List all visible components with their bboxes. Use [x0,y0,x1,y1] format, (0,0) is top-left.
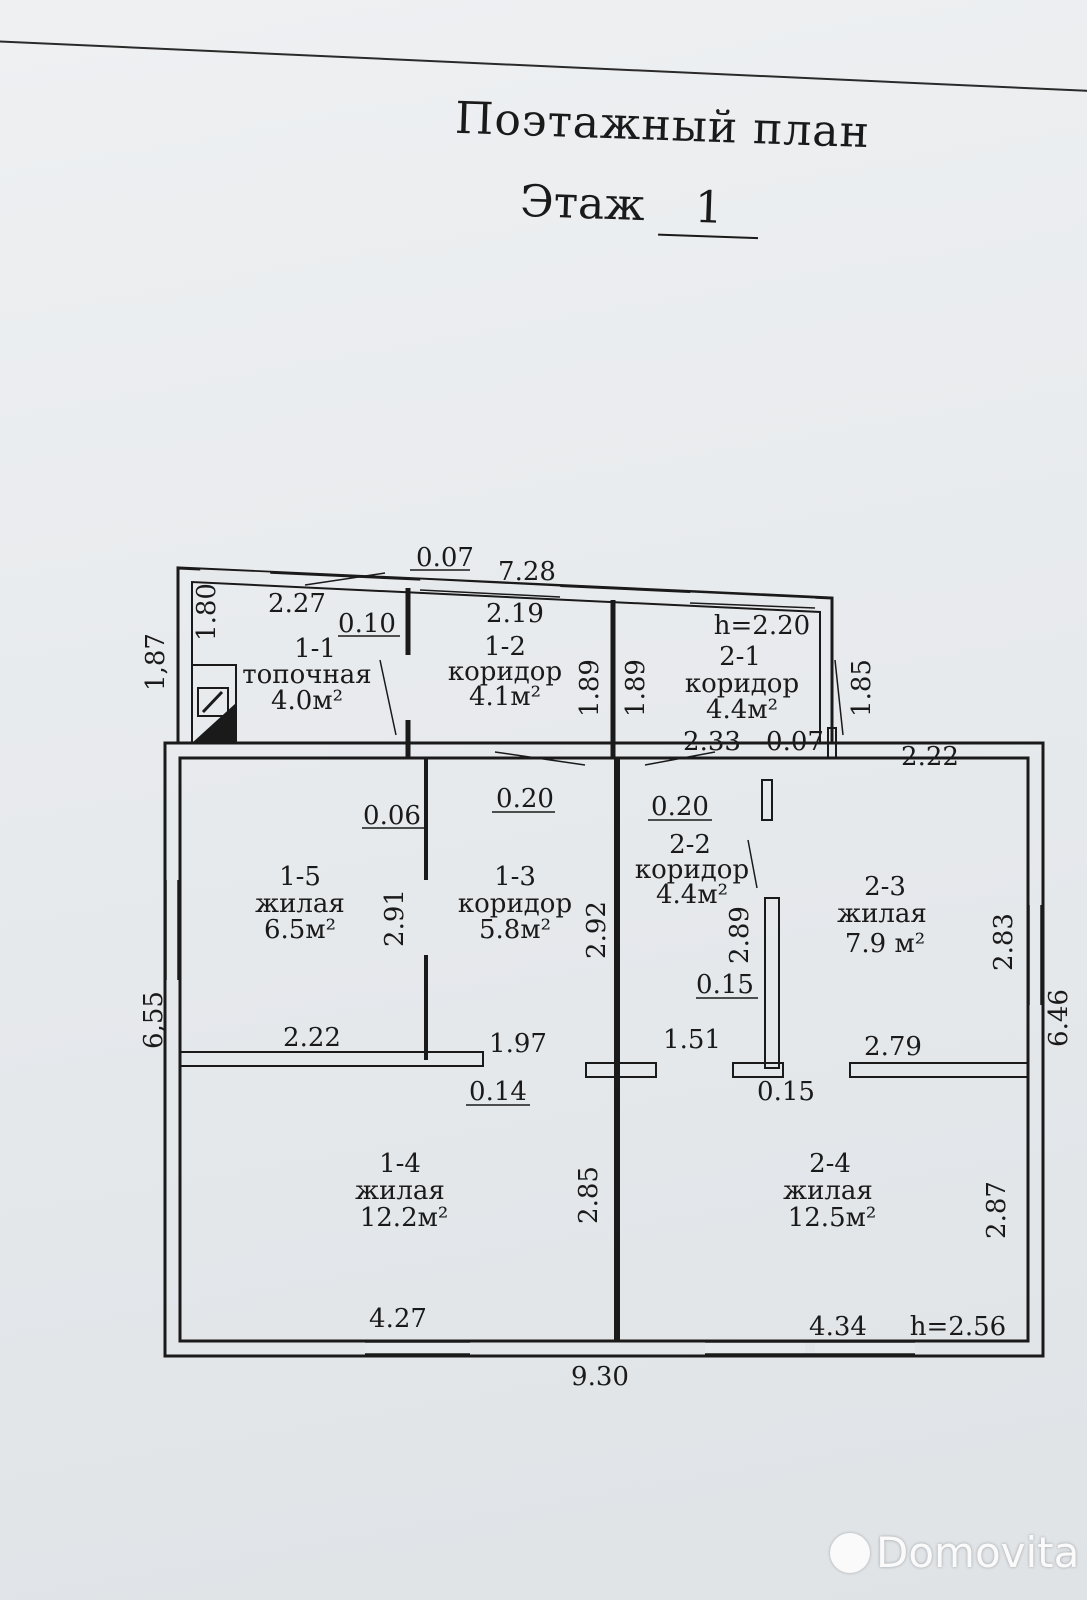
svg-text:2-3: 2-3 [864,872,906,902]
dim-0-15-lower: 0.15 [757,1077,815,1107]
dim-0-10: 0.10 [338,609,396,639]
dim-4-34: 4.34 [809,1312,867,1342]
svg-text:коридор: коридор [458,889,572,919]
stove-icon [191,664,237,744]
svg-text:2-2: 2-2 [669,830,711,860]
dim-h-2-56: h=2.56 [910,1312,1006,1342]
dim-2-22-top: 2.22 [901,742,959,772]
dim-4-27: 4.27 [369,1304,427,1334]
svg-text:коридор: коридор [685,669,799,699]
svg-text:1-1: 1-1 [294,634,336,664]
dim-7-28: 7.28 [498,557,556,587]
dim-2-91: 2.91 [380,889,410,947]
svg-text:5.8м²: 5.8м² [479,915,551,945]
room-1-3: 1-3 коридор 5.8м² [458,862,572,945]
window-frames [165,589,1042,1355]
vertical-dimension-labels: 1.80 1,87 1.89 1.89 1.85 2.91 2.92 2.89 … [139,583,1074,1239]
dim-2-87: 2.87 [982,1181,1012,1239]
dim-2-92: 2.92 [582,901,612,959]
svg-text:коридор: коридор [448,657,562,687]
dim-1-89-left: 1.89 [575,659,605,717]
dimension-labels: 0.07 7.28 2.27 0.10 2.19 h=2.20 2.33 0.0… [268,543,1006,1392]
dim-1-97: 1.97 [489,1029,547,1059]
partition-stub-2-2 [761,779,773,821]
dim-2-22-bottom: 2.22 [283,1023,341,1053]
svg-text:6.5м²: 6.5м² [264,915,336,945]
room-1-4: 1-4 жилая 12.2м² [355,1149,448,1233]
room-2-3: 2-3 жилая 7.9 м² [837,872,927,959]
main-outer-wall [163,741,1045,1358]
annex-inner-wall [191,580,821,743]
dim-1-87: 1,87 [141,633,171,691]
room-1-5: 1-5 жилая 6.5м² [255,862,345,945]
dim-6-46: 6.46 [1044,989,1074,1047]
domovita-logo-icon [830,1532,870,1573]
svg-text:1-4: 1-4 [379,1149,421,1179]
watermark-text: Domovita [876,1528,1080,1577]
dim-2-85: 2.85 [574,1166,604,1224]
dim-h-2-20: h=2.20 [714,611,810,641]
svg-text:1-3: 1-3 [494,862,536,892]
svg-text:1-5: 1-5 [279,862,321,892]
room-1-2: 1-2 коридор 4.1м² [448,632,562,712]
svg-text:жилая: жилая [255,889,345,919]
svg-text:12.2м²: 12.2м² [360,1203,449,1233]
dim-0-20-right: 0.20 [651,792,709,822]
partition-2-2-right [764,897,780,1069]
annex-outer-wall [176,566,834,743]
dim-2-79: 2.79 [864,1032,922,1062]
svg-text:топочная: топочная [242,660,371,690]
dim-2-33: 2.33 [683,727,741,757]
dim-1-85: 1.85 [847,659,877,717]
svg-text:жилая: жилая [837,899,927,929]
window-1-2 [419,579,561,598]
dim-1-80: 1.80 [192,583,222,641]
svg-text:2-4: 2-4 [809,1149,851,1179]
partition-2-4-top [849,1062,1029,1078]
svg-text:4.1м²: 4.1м² [469,682,541,712]
main-inner-wall [178,756,1030,1343]
dim-2-19: 2.19 [486,599,544,629]
dim-1-51: 1.51 [663,1025,721,1055]
svg-text:4.4м²: 4.4м² [706,695,778,725]
dim-6-55: 6,55 [139,991,169,1049]
dim-0-07-top: 0.07 [416,543,474,573]
svg-text:12.5м²: 12.5м² [788,1203,877,1233]
dim-0-06: 0.06 [363,801,421,831]
partition-stub-2-4 [732,1062,784,1078]
room-2-1: 2-1 коридор 4.4м² [685,642,799,725]
dim-9-30: 9.30 [571,1362,629,1392]
window-2-1 [689,592,816,610]
door-swings [304,572,844,889]
walls [163,566,1045,1358]
watermark: Domovita [830,1528,1079,1577]
svg-text:жилая: жилая [355,1176,445,1206]
window-1-1 [199,569,271,584]
svg-text:4.0м²: 4.0м² [271,686,343,716]
dim-0-14: 0.14 [469,1077,527,1107]
room-2-2: 2-2 коридор 4.4м² [635,830,749,910]
wall-stub-2-1 [827,727,837,759]
svg-text:1-2: 1-2 [484,632,526,662]
room-2-4: 2-4 жилая 12.5м² [783,1149,876,1233]
partition-stub-center [585,1062,657,1078]
svg-text:2-1: 2-1 [719,642,761,672]
dim-0-07-mid: 0.07 [766,727,824,757]
dim-2-27: 2.27 [268,589,326,619]
openings [166,569,1041,1354]
svg-text:жилая: жилая [783,1176,873,1206]
room-labels: 1-1 топочная 4.0м² 1-2 коридор 4.1м² 2-1… [242,632,927,1233]
dim-2-83: 2.83 [989,913,1019,971]
dim-2-89: 2.89 [725,906,755,964]
dim-1-89-right: 1.89 [621,659,651,717]
partition-1-4-top [179,1051,484,1067]
svg-text:коридор: коридор [635,855,749,885]
dim-0-20-left: 0.20 [496,784,554,814]
room-1-1: 1-1 топочная 4.0м² [242,634,371,716]
svg-text:7.9 м²: 7.9 м² [845,929,925,959]
dim-0-15-upper: 0.15 [696,970,754,1000]
svg-text:4.4м²: 4.4м² [656,880,728,910]
